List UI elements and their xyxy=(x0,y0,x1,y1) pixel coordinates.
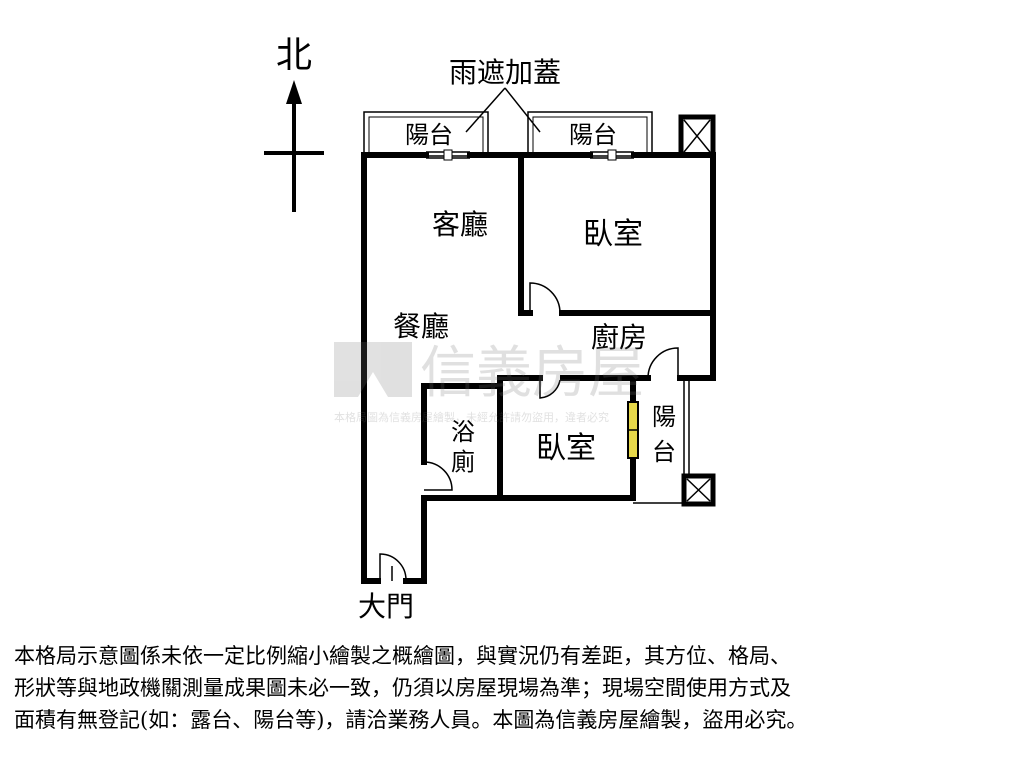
walls xyxy=(361,152,716,584)
shaft-bottom xyxy=(681,473,716,507)
balcony-right-label: 陽台 xyxy=(569,121,617,149)
shaft-top xyxy=(678,114,716,158)
main-door-label: 大門 xyxy=(358,590,414,623)
bathroom-label-2: 廁 xyxy=(451,448,475,476)
balcony-east-label-2: 台 xyxy=(652,438,676,466)
watermark-notice: 本格局圖為信義房屋繪製，未經允許請勿盜用，違者必究 xyxy=(334,410,609,424)
canopy-pointer-left xyxy=(465,87,506,133)
door-kitchen-east xyxy=(647,347,679,379)
door-bedroom-main xyxy=(529,282,561,314)
kitchen-label: 廚房 xyxy=(591,321,647,354)
bedroom-main-label: 臥室 xyxy=(583,217,643,252)
watermark-logo-icon xyxy=(334,342,412,397)
door-main-entrance xyxy=(379,553,407,581)
door-bedroom-second xyxy=(539,378,561,399)
door-bathroom xyxy=(423,461,453,491)
balcony-left-label: 陽台 xyxy=(405,121,453,149)
north-arrow-icon xyxy=(286,80,302,104)
canopy-pointer-right xyxy=(504,87,541,133)
floor-plan: 北 雨遮加蓋 陽台 陽台 xyxy=(264,35,716,623)
north-label: 北 xyxy=(276,35,312,76)
dining-room-label: 餐廳 xyxy=(393,310,449,343)
disclaimer-line-1: 本格局示意圖係未依一定比例縮小繪製之概繪圖，與實況仍有差距，其方位、格局、 xyxy=(14,644,791,668)
disclaimer-line-2: 形狀等與地政機關測量成果圖未必一致，仍須以房屋現場為準；現場空間使用方式及 xyxy=(14,676,791,700)
balcony-east-label-1: 陽 xyxy=(652,403,676,431)
watermark: 信義房屋 本格局圖為信義房屋繪製，未經允許請勿盜用，違者必究 xyxy=(334,341,644,424)
living-room-label: 客廳 xyxy=(432,208,488,241)
disclaimer-line-3: 面積有無登記(如：露台、陽台等)，請洽業務人員。本圖為信義房屋繪製，盜用必究。 xyxy=(14,708,808,732)
bedroom-second-label: 臥室 xyxy=(536,431,596,466)
balcony-east xyxy=(633,378,690,504)
canopy-label: 雨遮加蓋 xyxy=(449,56,561,89)
disclaimer: 本格局示意圖係未依一定比例縮小繪製之概繪圖，與實況仍有差距，其方位、格局、 形狀… xyxy=(14,640,1014,736)
doors xyxy=(379,282,679,581)
watermark-brand: 信義房屋 xyxy=(420,341,644,406)
compass: 北 xyxy=(264,35,324,212)
windows xyxy=(426,149,634,161)
bathroom-label-1: 浴 xyxy=(451,418,475,446)
